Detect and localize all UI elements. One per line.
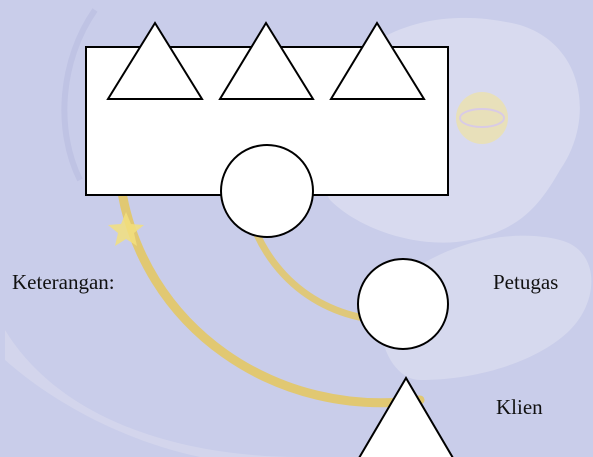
legend-officer-label: Petugas [493, 272, 558, 293]
legend-client-symbol [359, 378, 453, 457]
watermark-ribbon [5, 330, 300, 457]
legend-heading: Keterangan: [12, 272, 115, 293]
officer-circle [221, 145, 313, 237]
legend-client-label: Klien [496, 397, 543, 418]
watermark-atom [456, 92, 508, 144]
legend-officer-symbol [358, 259, 448, 349]
